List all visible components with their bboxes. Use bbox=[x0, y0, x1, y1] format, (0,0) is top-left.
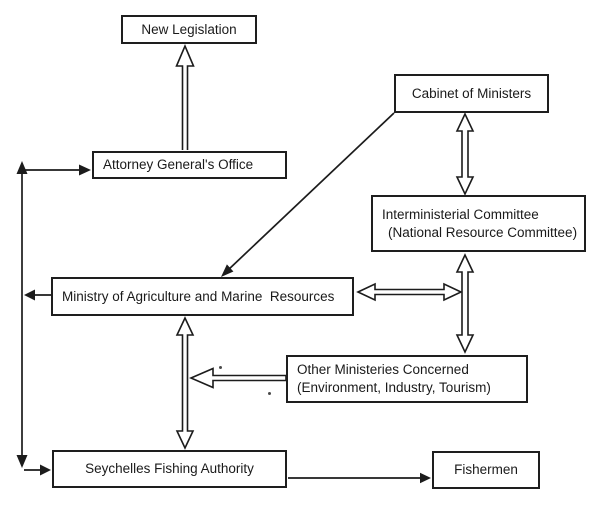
cabinet-interministerial-hollow-arrow bbox=[455, 112, 475, 196]
node-other-ministries-line2: (Environment, Industry, Tourism) bbox=[297, 380, 491, 395]
other-to-ministry-hollow-arrow bbox=[188, 367, 287, 389]
ministry-interministerial-hollow-arrow bbox=[356, 282, 463, 302]
node-fishermen-label: Fishermen bbox=[454, 462, 518, 477]
cabinet-to-ministry-line bbox=[226, 112, 395, 272]
node-attorney-general-label: Attorney General's Office bbox=[103, 157, 254, 172]
interministerial-other-hollow-arrow bbox=[455, 253, 475, 354]
node-new-legislation: New Legislation bbox=[121, 15, 257, 44]
node-attorney-generals-office: Attorney General's Office bbox=[92, 151, 287, 179]
ministry-sfa-hollow-arrow bbox=[175, 316, 195, 450]
scan-artifact-dot bbox=[268, 392, 271, 395]
node-fishermen: Fishermen bbox=[432, 451, 540, 489]
node-cabinet-of-ministers: Cabinet of Ministers bbox=[394, 74, 549, 113]
node-interministerial-committee: Interministerial Committee (National Res… bbox=[371, 195, 586, 252]
scan-artifact-dot bbox=[219, 366, 222, 369]
node-other-ministries-concerned: Other Ministeries Concerned (Environment… bbox=[286, 355, 528, 403]
node-other-ministries-line1: Other Ministeries Concerned bbox=[297, 362, 469, 377]
node-interministerial-line1: Interministerial Committee bbox=[382, 206, 539, 222]
rail-down-arrowhead bbox=[16, 455, 28, 468]
ministry-into-rail-arrowhead bbox=[24, 289, 35, 301]
node-seychelles-fishing-authority: Seychelles Fishing Authority bbox=[52, 450, 287, 488]
attorney-to-legislation-hollow-arrow bbox=[175, 43, 195, 150]
rail-up-arrowhead bbox=[16, 161, 28, 174]
node-interministerial-line2: (National Resource Committee) bbox=[388, 224, 578, 240]
node-cabinet-label: Cabinet of Ministers bbox=[411, 85, 532, 101]
cabinet-into-ministry-arrowhead bbox=[221, 264, 234, 277]
node-sfa-label: Seychelles Fishing Authority bbox=[85, 461, 254, 476]
rail-into-sfa-arrowhead bbox=[40, 464, 51, 476]
rail-into-attorney-arrowhead bbox=[79, 164, 91, 176]
node-ministry-of-agriculture: Ministry of Agriculture and Marine Resou… bbox=[51, 277, 354, 316]
sfa-into-fishermen-arrowhead bbox=[420, 472, 431, 484]
node-ministry-label: Ministry of Agriculture and Marine Resou… bbox=[62, 288, 335, 304]
node-new-legislation-label: New Legislation bbox=[141, 21, 237, 37]
